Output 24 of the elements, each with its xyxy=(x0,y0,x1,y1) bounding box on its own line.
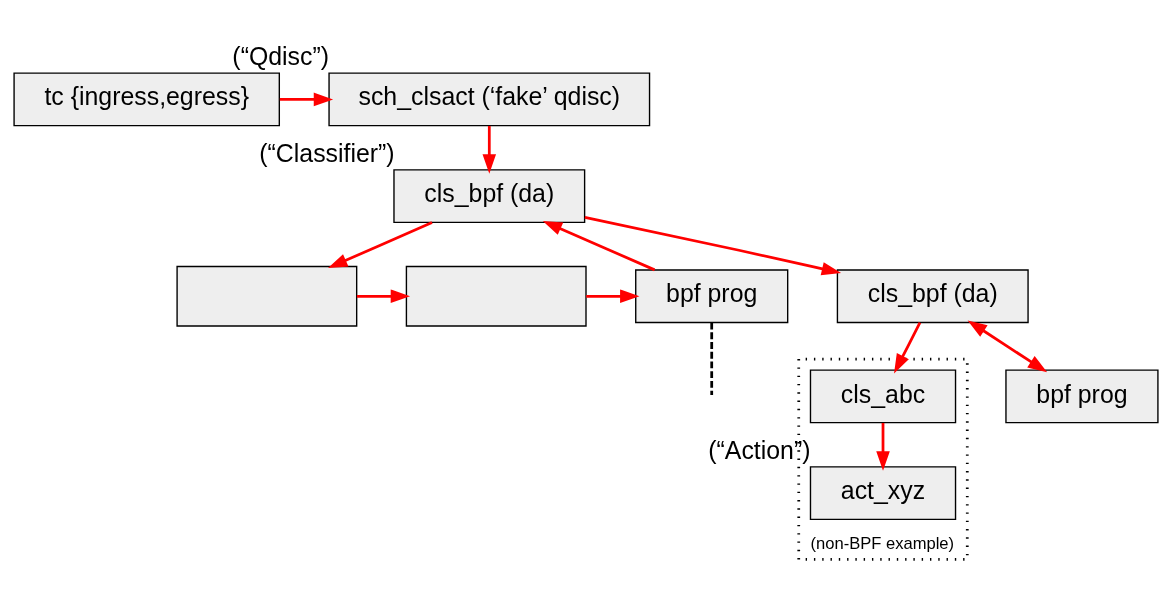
node-box: act_xyz xyxy=(809,466,957,521)
node-box: sch_clsact (‘fake’ qdisc) xyxy=(328,72,651,127)
node-label: (“Classifier”) xyxy=(259,139,395,168)
arrow xyxy=(894,322,922,374)
arrow xyxy=(482,125,497,174)
arrow xyxy=(967,320,1048,373)
node-box: tc {ingress,egress} xyxy=(13,72,280,127)
node-label: (“Qdisc”) xyxy=(232,42,330,71)
arrow xyxy=(584,216,842,276)
node-box: cls_abc xyxy=(809,369,957,424)
arrow xyxy=(586,289,640,304)
node-box xyxy=(405,265,587,327)
arrow xyxy=(876,422,890,471)
arrow xyxy=(542,220,656,272)
node-label: (“Action”) xyxy=(708,436,811,465)
node-box: cls_bpf (da) xyxy=(836,269,1029,324)
node-box: bpf prog xyxy=(635,269,789,324)
connector xyxy=(710,322,714,395)
node-box xyxy=(176,265,358,327)
arrow xyxy=(328,221,433,269)
arrow xyxy=(356,289,411,304)
node-box: cls_bpf (da) xyxy=(393,169,586,224)
arrow xyxy=(279,92,334,107)
node-box: bpf prog xyxy=(1005,369,1159,424)
